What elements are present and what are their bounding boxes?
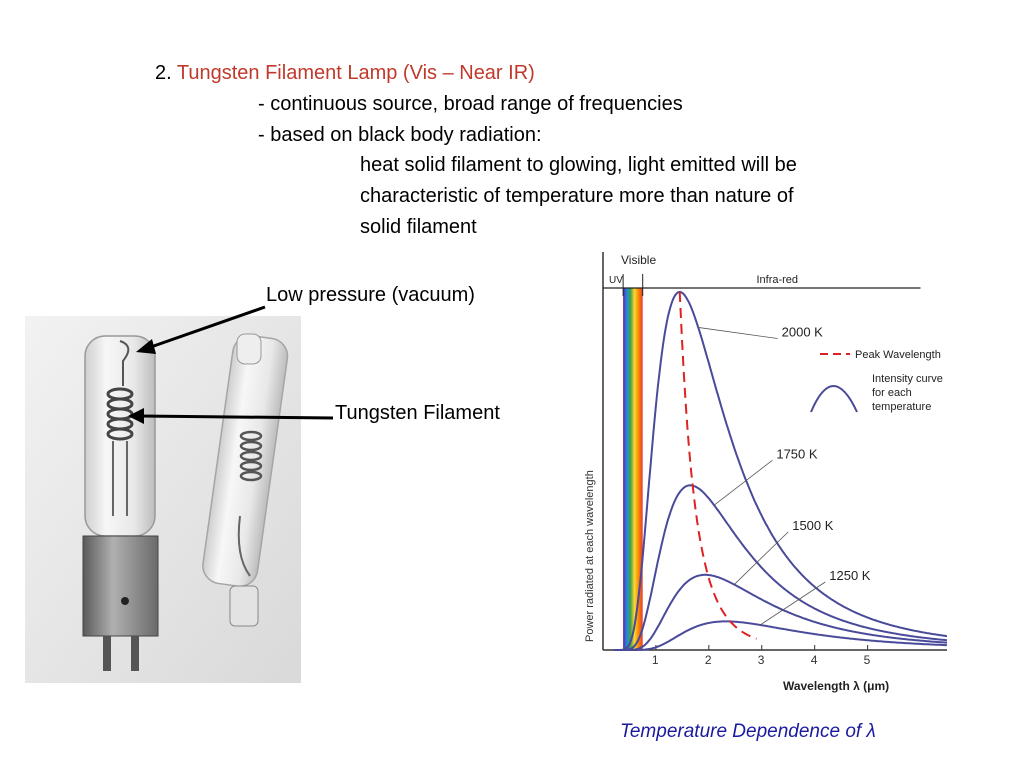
leader-2 bbox=[733, 531, 789, 585]
x-tick-label-3: 3 bbox=[758, 653, 765, 667]
low-pressure-label: Low pressure (vacuum) bbox=[266, 284, 475, 306]
bullet-2: - based on black body radiation: bbox=[258, 124, 542, 146]
legend-intensity-line-0: Intensity curve bbox=[872, 373, 943, 385]
lamp-photo bbox=[25, 316, 301, 683]
leader-3 bbox=[759, 581, 826, 626]
slide-title-text: Tungsten Filament Lamp (Vis – Near IR) bbox=[176, 62, 535, 84]
x-tick-label-1: 1 bbox=[652, 653, 659, 667]
infrared-label: Infra-red bbox=[756, 274, 798, 286]
series-label-2000k: 2000 K bbox=[782, 325, 824, 340]
detail-line-3: solid filament bbox=[360, 216, 477, 238]
visible-band bbox=[623, 288, 643, 650]
chart-caption: Temperature Dependence of λ bbox=[620, 716, 876, 747]
peak-wavelength-line bbox=[678, 291, 757, 640]
curve-1750k bbox=[613, 484, 948, 651]
legend-intensity-line-1: for each bbox=[872, 387, 912, 399]
x-tick-label-5: 5 bbox=[864, 653, 871, 667]
legend-peak-label: Peak Wavelength bbox=[855, 349, 941, 361]
x-tick-label-4: 4 bbox=[811, 653, 818, 667]
caption-text: Temperature Dependence of bbox=[620, 721, 867, 742]
caption-lambda: λ bbox=[866, 721, 876, 742]
y-axis-label: Power radiated at each wavelength bbox=[584, 470, 596, 642]
detail-line-1: heat solid filament to glowing, light em… bbox=[360, 154, 797, 176]
series-label-1250k: 1250 K bbox=[829, 568, 871, 583]
leader-1 bbox=[713, 459, 773, 506]
slide-title: 2. Tungsten Filament Lamp (Vis – Near IR… bbox=[155, 58, 535, 89]
curve-1500k bbox=[613, 573, 948, 651]
series-label-1750k: 1750 K bbox=[776, 446, 818, 461]
legend-intensity-line-2: temperature bbox=[872, 401, 931, 413]
tungsten-filament-label: Tungsten Filament bbox=[335, 402, 500, 424]
curve-2000k bbox=[613, 291, 948, 651]
series-label-1500k: 1500 K bbox=[792, 518, 834, 533]
leader-0 bbox=[698, 327, 778, 339]
uv-label: UV bbox=[609, 275, 623, 286]
legend-intensity-icon bbox=[810, 385, 858, 413]
detail-line-2: characteristic of temperature more than … bbox=[360, 185, 794, 207]
x-axis-label: Wavelength λ (μm) bbox=[783, 679, 889, 693]
x-tick-label-2: 2 bbox=[705, 653, 712, 667]
visible-label: Visible bbox=[621, 253, 656, 267]
bullet-1: - continuous source, broad range of freq… bbox=[258, 93, 683, 115]
curve-1250k bbox=[613, 620, 948, 651]
slide-number: 2. bbox=[155, 62, 172, 84]
